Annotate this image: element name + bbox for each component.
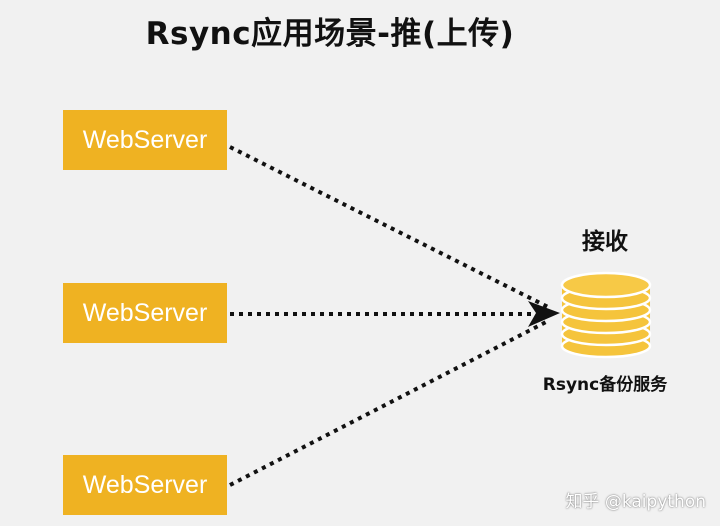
push-arrow-1	[229, 145, 549, 309]
push-arrow-3	[229, 319, 549, 487]
arrowhead-icon	[528, 301, 560, 327]
web-server-box-1: WebServer	[63, 110, 227, 170]
web-server-label: WebServer	[82, 125, 208, 154]
page-title: Rsync应用场景-推(上传)	[145, 16, 515, 52]
web-server-box-3: WebServer	[63, 455, 227, 515]
web-server-box-2: WebServer	[63, 283, 227, 343]
web-server-label: WebServer	[82, 298, 208, 327]
backup-service-label: Rsync备份服务	[542, 375, 668, 395]
receive-label: 接收	[582, 229, 628, 255]
database-icon	[560, 271, 652, 359]
web-server-label: WebServer	[82, 470, 208, 499]
watermark: 知乎 @kaipython	[565, 492, 706, 512]
